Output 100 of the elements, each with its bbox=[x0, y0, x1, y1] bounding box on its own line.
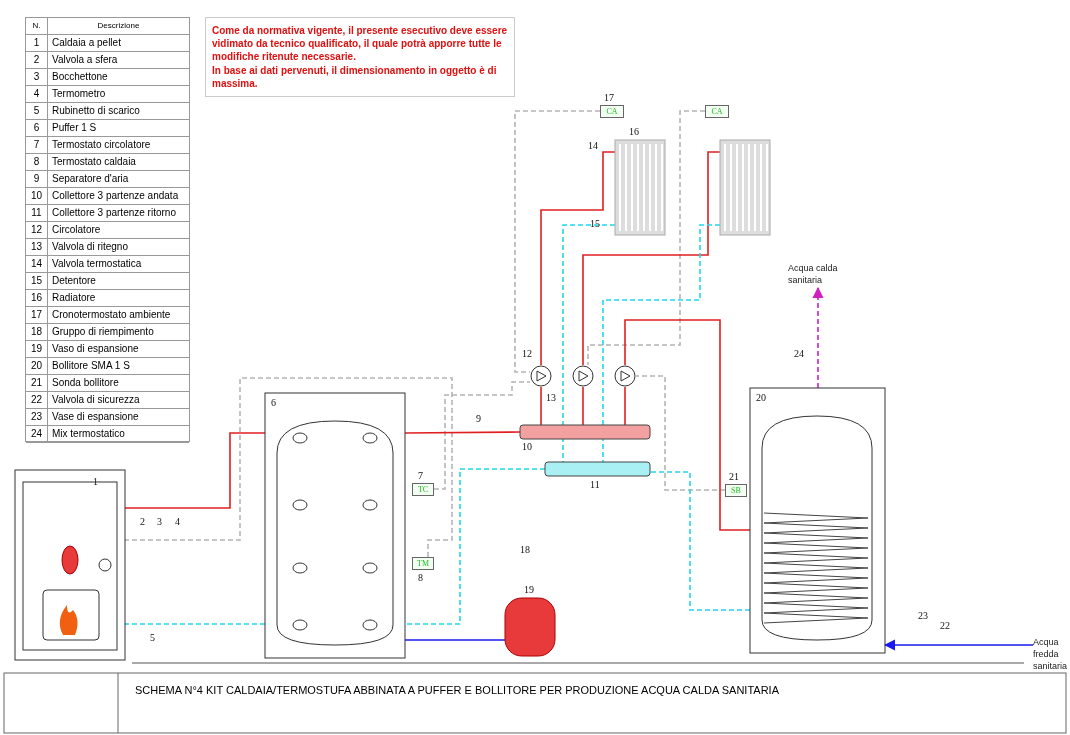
callout-number: 2 bbox=[140, 516, 145, 527]
callout-number: 10 bbox=[522, 441, 532, 452]
callout-number: 13 bbox=[546, 392, 556, 403]
table-cell: 21 bbox=[26, 375, 48, 392]
table-cell: 13 bbox=[26, 239, 48, 256]
table-cell: Bocchettone bbox=[48, 69, 189, 86]
table-cell: Collettore 3 partenze andata bbox=[48, 188, 189, 205]
callout-number: 9 bbox=[476, 413, 481, 424]
control-wire bbox=[514, 110, 601, 373]
table-cell: Radiatore bbox=[48, 290, 189, 307]
table-cell: 6 bbox=[26, 120, 48, 137]
callout-number: 20 bbox=[756, 392, 766, 403]
table-cell: Valvola di sicurezza bbox=[48, 392, 189, 409]
diagram-title: SCHEMA N°4 KIT CALDAIA/TERMOSTUFA ABBINATA A PUFFER E BOLLITORE PER PRODUZIONE ACQUA CALDA SANITARIA bbox=[135, 684, 779, 696]
thermostat-box: TM bbox=[412, 557, 434, 570]
callout-number: 22 bbox=[940, 620, 950, 631]
callout-number: 5 bbox=[150, 632, 155, 643]
callout-number: 17 bbox=[604, 92, 614, 103]
table-cell: 2 bbox=[26, 52, 48, 69]
table-cell: 14 bbox=[26, 256, 48, 273]
table-cell: Collettore 3 partenze ritorno bbox=[48, 205, 189, 222]
callout-number: 11 bbox=[590, 479, 600, 490]
table-cell: Vaso di espansione bbox=[48, 341, 189, 358]
callout-number: 24 bbox=[794, 348, 804, 359]
pipe bbox=[624, 319, 751, 531]
table-cell: 19 bbox=[26, 341, 48, 358]
table-cell: Bollitore SMA 1 S bbox=[48, 358, 189, 375]
table-cell: Valvola a sfera bbox=[48, 52, 189, 69]
table-cell: Circolatore bbox=[48, 222, 189, 239]
table-cell: 20 bbox=[26, 358, 48, 375]
callout-number: 7 bbox=[418, 470, 423, 481]
callout-number: 4 bbox=[175, 516, 180, 527]
table-cell: 9 bbox=[26, 171, 48, 188]
control-wire bbox=[635, 375, 726, 491]
pipe bbox=[624, 386, 626, 426]
table-cell: 5 bbox=[26, 103, 48, 120]
table-cell: Detentore bbox=[48, 273, 189, 290]
table-cell: 7 bbox=[26, 137, 48, 154]
control-wire bbox=[124, 377, 453, 558]
probe-box: SB bbox=[725, 484, 747, 497]
callout-number: 14 bbox=[588, 140, 598, 151]
table-cell: Mix termostatico bbox=[48, 426, 189, 443]
pipe bbox=[540, 386, 542, 426]
table-cell: Cronotermostato ambiente bbox=[48, 307, 189, 324]
flow-arrow bbox=[812, 286, 824, 389]
callout-number: 12 bbox=[522, 348, 532, 359]
table-cell: Vase di espansione bbox=[48, 409, 189, 426]
control-wire bbox=[433, 381, 531, 490]
table-cell: Descrizione bbox=[48, 18, 189, 35]
thermostat-box: CA bbox=[600, 105, 624, 118]
callout-number: 8 bbox=[418, 572, 423, 583]
callout-number: 21 bbox=[729, 471, 739, 482]
pipe bbox=[649, 471, 751, 611]
table-cell: 15 bbox=[26, 273, 48, 290]
table-cell: 10 bbox=[26, 188, 48, 205]
table-cell: 18 bbox=[26, 324, 48, 341]
flow-label: Acqua fredda sanitaria bbox=[1033, 636, 1069, 672]
callout-number: 6 bbox=[271, 397, 276, 408]
callout-number: 19 bbox=[524, 584, 534, 595]
pipe bbox=[582, 386, 584, 426]
table-cell: Puffer 1 S bbox=[48, 120, 189, 137]
table-cell: Sonda bollitore bbox=[48, 375, 189, 392]
flow-arrow bbox=[883, 639, 1034, 651]
table-cell: Termometro bbox=[48, 86, 189, 103]
table-cell: 12 bbox=[26, 222, 48, 239]
pipe bbox=[404, 468, 546, 625]
callout-number: 15 bbox=[590, 218, 600, 229]
table-cell: 24 bbox=[26, 426, 48, 443]
table-cell: Termostato circolatore bbox=[48, 137, 189, 154]
pipe bbox=[404, 639, 506, 641]
thermostat-box: TC bbox=[412, 483, 434, 496]
table-cell: Caldaia a pellet bbox=[48, 35, 189, 52]
table-cell: 16 bbox=[26, 290, 48, 307]
table-cell: 8 bbox=[26, 154, 48, 171]
pipe bbox=[124, 623, 266, 625]
table-cell: 11 bbox=[26, 205, 48, 222]
table-cell: Separatore d'aria bbox=[48, 171, 189, 188]
callout-number: 23 bbox=[918, 610, 928, 621]
table-cell: 22 bbox=[26, 392, 48, 409]
table-cell: 17 bbox=[26, 307, 48, 324]
table-cell: N. bbox=[26, 18, 48, 35]
control-wire bbox=[587, 110, 706, 366]
table-cell: Rubinetto di scarico bbox=[48, 103, 189, 120]
table-cell: 23 bbox=[26, 409, 48, 426]
note-text: Come da normativa vigente, il presente esecutivo deve essere vidimato da tecnico qualificato, il quale potrà apporre tutte le modifiche ritenute necessarie. bbox=[212, 24, 509, 63]
callout-number: 3 bbox=[157, 516, 162, 527]
thermostat-box: CA bbox=[705, 105, 729, 118]
pipe bbox=[124, 432, 266, 509]
table-cell: 3 bbox=[26, 69, 48, 86]
table-cell: Gruppo di riempimento bbox=[48, 324, 189, 341]
note-text: In base ai dati pervenuti, il dimensionamento in oggetto è di massima. bbox=[212, 64, 498, 90]
pipe bbox=[602, 224, 721, 463]
pipe bbox=[404, 431, 521, 434]
pipe bbox=[582, 151, 721, 366]
table-cell: Termostato caldaia bbox=[48, 154, 189, 171]
pipe bbox=[540, 151, 616, 366]
callout-number: 1 bbox=[93, 476, 98, 487]
table-cell: 4 bbox=[26, 86, 48, 103]
flow-label: Acqua calda sanitaria bbox=[788, 262, 850, 288]
callout-number: 18 bbox=[520, 544, 530, 555]
